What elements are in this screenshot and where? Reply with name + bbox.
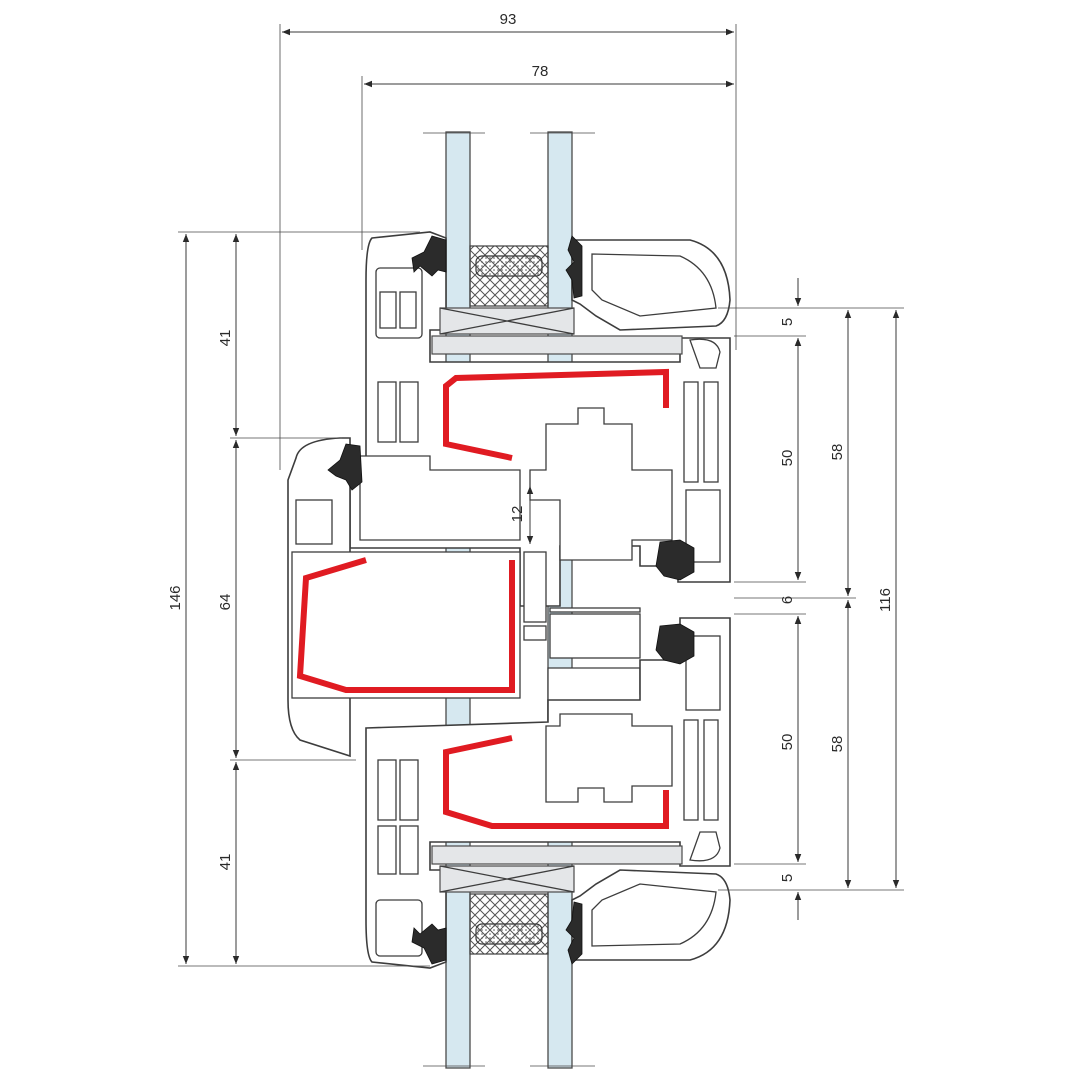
gasket-lower-outer — [411, 923, 447, 965]
reinforcement-frame — [296, 557, 515, 693]
dim-label-116: 116 — [877, 588, 894, 612]
lower-glazing-unit-edge — [431, 845, 683, 955]
upper-glazing-bead — [571, 239, 731, 369]
frame-profile — [287, 437, 673, 758]
dim-label-93: 93 — [500, 11, 517, 28]
dim-label-5-top: 5 — [779, 318, 796, 326]
reinforcement-upper-sash — [443, 368, 669, 461]
gaskets — [327, 235, 695, 965]
lower-sash-profile — [365, 617, 731, 969]
dim-label-146: 146 — [167, 585, 184, 610]
dim-label-58-upper: 58 — [829, 444, 846, 461]
dim-label-5-bottom: 5 — [779, 874, 796, 882]
dim-label-41-lower: 41 — [217, 854, 234, 871]
dim-label-58-lower: 58 — [829, 736, 846, 753]
reinforcement-lower-sash — [443, 735, 669, 829]
gasket-upper-outer — [411, 235, 447, 277]
gasket-lower-inner — [565, 901, 583, 965]
dimension-labels: 93 78 146 41 64 41 12 5 50 58 6 50 58 5 … — [167, 11, 894, 882]
dim-label-50-upper: 50 — [779, 450, 796, 467]
gasket-upper-inner — [565, 235, 583, 299]
gasket-sash-center-lower — [655, 623, 695, 665]
dim-label-50-lower: 50 — [779, 734, 796, 751]
dim-label-12: 12 — [509, 506, 526, 523]
dim-label-64: 64 — [217, 594, 234, 611]
dimension-lines — [178, 24, 904, 967]
gasket-frame-upper — [327, 443, 363, 491]
upper-glazing-unit-edge — [431, 245, 683, 355]
dim-label-41-upper: 41 — [217, 330, 234, 347]
lower-glazing-bead — [571, 831, 731, 961]
dim-label-78: 78 — [532, 63, 549, 80]
dim-label-6: 6 — [779, 596, 796, 604]
gasket-sash-center-upper — [655, 539, 695, 581]
